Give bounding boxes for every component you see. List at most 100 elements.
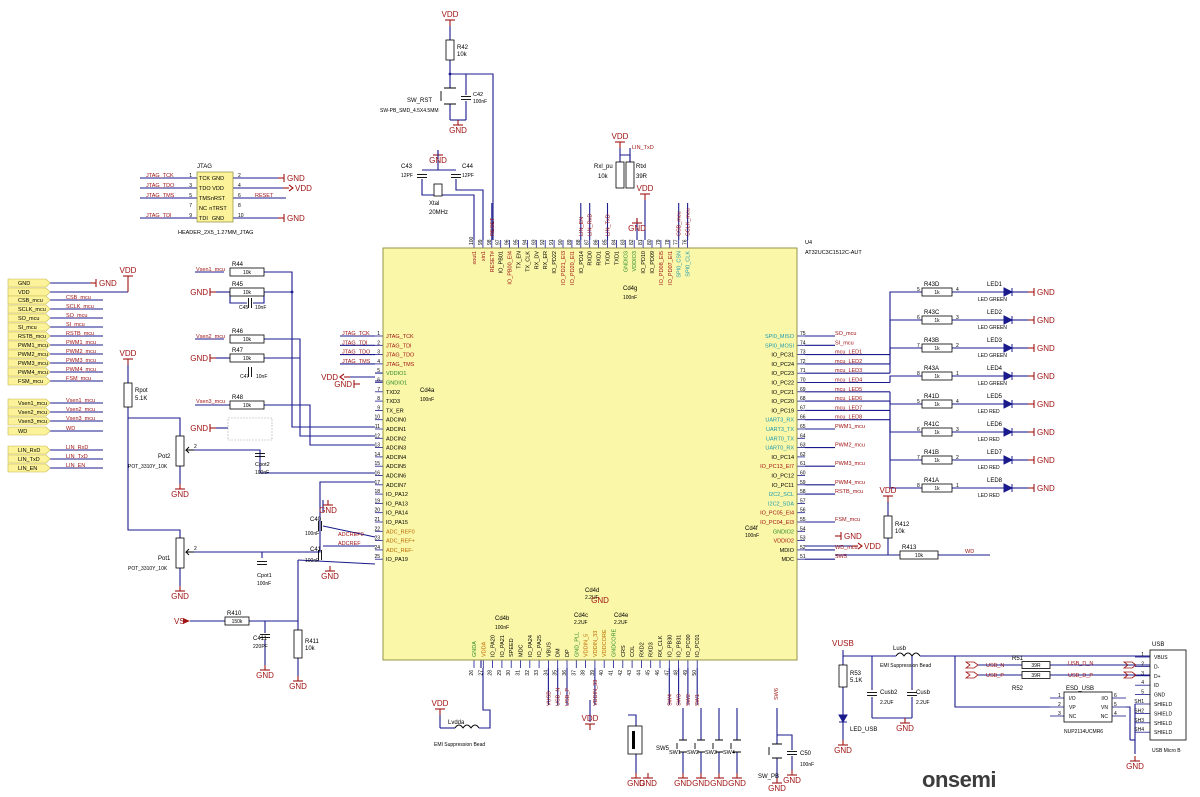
esd-pin-name: NC [1101, 714, 1109, 720]
cap-value: 10nF [255, 305, 266, 311]
switch-wire [628, 714, 637, 726]
usb-pin-name: ID [1154, 683, 1159, 689]
pin-number: 25 [374, 554, 380, 560]
decoup-ref: Cd4g [623, 286, 637, 292]
gnd-label: GND [1037, 344, 1055, 353]
net-label: SW6 [774, 688, 780, 700]
pin-number: 37 [571, 670, 577, 676]
pin-number: 8 [377, 396, 380, 402]
pin-name: GNDCORE [612, 629, 618, 657]
gnd-label: GND [1037, 428, 1055, 437]
net-label: WD_mcu [835, 545, 858, 551]
gnd-label: GND [692, 779, 710, 788]
cap-ref: Cusb2 [880, 690, 898, 696]
jtag-pin-name: VDD [212, 186, 224, 192]
pot-part: POT_3310Y_10K [128, 566, 168, 572]
jtag-part: HEADER_2X5_1.27MM_JTAG [178, 230, 253, 236]
usb-pin-number: SH1 [1134, 699, 1144, 705]
vs-wire [297, 559, 376, 565]
pin-name: RXD0 [588, 251, 594, 266]
pin-number: 36 [562, 670, 568, 676]
jtag-pin-number: 6 [238, 193, 241, 199]
pin-name: IO_PC23 [771, 371, 794, 377]
net-label: SW5 [835, 554, 847, 560]
switch [694, 739, 705, 753]
pin-name: IO_PA20 [491, 635, 497, 657]
pin-number: 38 [581, 670, 587, 676]
pin-name: ADCIN0 [386, 418, 406, 424]
net-label: PWM1_mcu [835, 424, 865, 430]
pin-number: 84 [611, 239, 617, 245]
pin-number: 40 [599, 670, 605, 676]
resistor-value: 10k [243, 337, 252, 343]
led-ref: LED1 [987, 282, 1003, 288]
jtag-pin-number: 9 [189, 213, 192, 219]
reset-resistor [445, 39, 455, 61]
vdd-arrow [339, 373, 345, 381]
led-pin: 2 [956, 455, 959, 461]
switch-ref: SW2 [687, 750, 699, 756]
decoup-ref: Cd4f [745, 526, 758, 532]
pin-name: VDDA [481, 641, 487, 657]
pin-name: TX_ER [386, 408, 404, 414]
gnd-label: GND [783, 776, 801, 785]
net-label: RESET [490, 217, 496, 236]
crystal-ref: Xtal [429, 201, 439, 207]
led-color: LED GREEN [978, 297, 1007, 303]
resistor-ref: R410 [227, 611, 242, 617]
pin-name: SPI0_MISO [765, 334, 795, 340]
jtag-net: JTAG_TDO [146, 183, 175, 189]
usb-pin-number: 2 [1141, 661, 1144, 667]
mcu-part: AT32UC3C1512C-AUT [805, 250, 862, 256]
cap-value: 100nF [257, 581, 271, 587]
vdd-label: VDD [120, 266, 137, 275]
cap-ref: C41 [310, 547, 322, 553]
vs-label: VS [174, 617, 185, 626]
net-label: SW3 [677, 694, 683, 706]
pin-name: IO_PD21_EI3 [561, 251, 567, 285]
pin-number: 69 [800, 387, 806, 393]
resistor-ref: R48 [232, 395, 244, 401]
lvdda-ref: Lvdda [448, 720, 465, 726]
lin-r-value: 10k [598, 174, 609, 180]
pin-name: SPI0_CSN [677, 251, 683, 278]
adc-net: Vsen3_mcu [196, 399, 225, 405]
cap-ref: C47 [240, 374, 249, 380]
connector-net: LIN_RxD [66, 445, 88, 451]
connector-label-flag [7, 426, 51, 436]
lin-r-ref: Rxl_pu [594, 164, 613, 170]
adcref-wire [322, 525, 376, 538]
esd-pin-name: NC [1069, 714, 1077, 720]
led-diode [1003, 483, 1014, 493]
switch-ref: SW1 [669, 750, 681, 756]
net-label: mcu_LED7 [835, 405, 862, 411]
pin-name: VDDIO2 [774, 539, 794, 545]
vdd-label: VDD [880, 486, 897, 495]
pin-name: ADCIN3 [386, 446, 406, 452]
connector-label: Vsen1_mcu [18, 401, 47, 407]
net-label: USB_P [565, 688, 571, 706]
pin-number: 61 [800, 461, 806, 467]
usb-pin-name: VBUS [1154, 655, 1168, 661]
usb-resistor [1021, 661, 1051, 669]
led-resistor [921, 315, 953, 325]
jtag-pin-name: TMS [199, 196, 211, 202]
pin-number: 78 [665, 239, 671, 245]
net-label: SW4 [667, 694, 673, 706]
mcu-ref: U4 [805, 240, 812, 246]
connector-net: FSM_mcu [66, 376, 91, 382]
led-pin: 1 [956, 483, 959, 489]
connector-net: RSTB_mcu [66, 331, 94, 337]
reset-wire [449, 60, 494, 240]
connector-label: PWM3_mcu [18, 361, 48, 367]
usb-pin-number: SH2 [1134, 708, 1144, 714]
pin-name: GNDIO1 [386, 381, 407, 387]
pin-name: ADCIN6 [386, 474, 406, 480]
pin-number: 65 [800, 424, 806, 430]
cap-value: 100nF [473, 99, 487, 105]
resistor-value: 10k [243, 403, 252, 409]
vdd-arrow [288, 184, 294, 192]
led-diode [1003, 399, 1014, 409]
pin-number: 63 [800, 443, 806, 449]
cap-value: 100nF [255, 470, 269, 476]
